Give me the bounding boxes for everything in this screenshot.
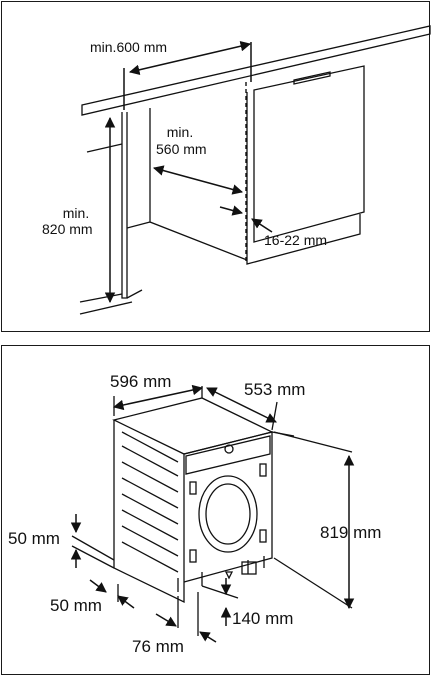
washer-door [198, 475, 258, 553]
min-depth-arrow [152, 165, 244, 195]
min-width-label: min.600 mm [90, 39, 168, 55]
foot-depth-label: 140 mm [232, 609, 294, 628]
washer-side-panel [113, 420, 185, 604]
installation-diagram-panel: min.600 mm min. 560 mm min. 820 mm 16-22… [1, 1, 431, 332]
washer-drawing [70, 384, 355, 643]
width-arrow [112, 384, 204, 411]
depth-label: 553 mm [244, 380, 306, 399]
foot-spacing-arrow-left [155, 613, 177, 627]
cabinet-drawing [79, 25, 431, 315]
depth-arrow [206, 387, 277, 423]
washer-top [112, 397, 274, 455]
side-offset-label: 50 mm [50, 596, 102, 615]
min-width-arrow [128, 41, 252, 75]
washer-front-panel [183, 431, 273, 583]
min-height-label-line1: min. [62, 205, 90, 221]
door-gap-label: 16-22 mm [264, 232, 328, 248]
program-dial-icon [224, 444, 234, 454]
drain-arrow-icon [224, 571, 234, 580]
min-height-label-line2: 820 mm [42, 221, 93, 237]
side-offset-arrow-right [117, 595, 135, 609]
min-depth-label-line1: min. [166, 124, 194, 140]
height-label: 819 mm [320, 523, 382, 542]
appliance-handle [293, 71, 331, 85]
worktop [81, 25, 431, 116]
top-offset-label: 50 mm [8, 529, 60, 548]
appliance-diagram-panel: 596 mm 553 mm 819 mm 50 mm 50 mm 76 mm 1… [1, 345, 430, 675]
cabinet-side-panel [121, 112, 128, 299]
side-offset-arrow-left [89, 579, 107, 593]
min-depth-label-line2: 560 mm [156, 141, 207, 157]
adjacent-appliance [253, 65, 365, 243]
foot-spacing-arrow-right [199, 631, 217, 643]
width-label: 596 mm [110, 372, 172, 391]
foot-spacing-label: 76 mm [132, 637, 184, 656]
